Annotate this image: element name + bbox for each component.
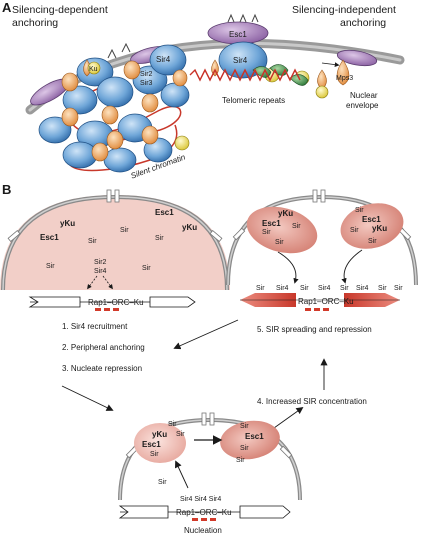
blue-proteins: [38, 41, 268, 173]
right-title-line1: Silencing-independent: [292, 4, 396, 16]
sir3-label: Sir3: [140, 80, 153, 87]
step-2: 2. Peripheral anchoring: [62, 343, 145, 352]
left-sir2: Sir2: [94, 259, 107, 266]
right-esc1-right: Esc1: [362, 215, 381, 224]
panel-a: A Silencing-dependent anchoring Silencin…: [2, 0, 405, 181]
left-esc1-left: Esc1: [40, 233, 59, 242]
bottom-sir-r1: Sir: [240, 423, 249, 430]
sir4-right-label: Sir4: [233, 56, 248, 65]
left-sir-a: Sir: [88, 238, 97, 245]
bottom-sir-r2: Sir: [240, 445, 249, 452]
right-sir-l3: Sir: [275, 239, 284, 246]
sir4-label: Sir4: [156, 55, 171, 64]
bottom-locus: [118, 505, 291, 521]
bottom-nucleus: [118, 412, 302, 501]
left-locus-label: Rap1–ORC–Ku: [88, 298, 144, 307]
bottom-esc1-right: Esc1: [245, 432, 264, 441]
left-yku: yKu: [60, 219, 75, 228]
right-esc1-left: Esc1: [262, 219, 281, 228]
right-locus-label: Rap1–ORC–Ku: [298, 297, 354, 306]
orange-proteins: [61, 59, 327, 162]
nuclear-envelope-label-2: envelope: [346, 101, 379, 110]
step-3: 3. Nucleate repression: [62, 364, 142, 373]
ku-label-1: Ku: [89, 66, 98, 73]
panel-b: B yKu Esc1 Esc1 yKu Sir Sir Sir Sir Sir …: [0, 182, 418, 535]
right-sir-l2: Sir: [292, 223, 301, 230]
bottom-sir4-row: Sir4 Sir4 Sir4: [180, 496, 221, 503]
spread-4: Sir4: [318, 285, 331, 292]
right-sir-r2: Sir: [350, 227, 359, 234]
spread-3: Sir: [300, 285, 309, 292]
esc1-label: Esc1: [229, 30, 247, 39]
left-sir-d: Sir: [46, 263, 55, 270]
bottom-sir-a: Sir: [168, 421, 177, 428]
mps3-label: Mps3: [336, 75, 353, 82]
left-sir-b: Sir: [120, 227, 129, 234]
step-5: 5. SIR spreading and repression: [257, 325, 372, 334]
bottom-sir-c: Sir: [150, 451, 159, 458]
left-sir4: Sir4: [94, 268, 107, 275]
bottom-yku: yKu: [152, 430, 167, 439]
spread-6: Sir4: [356, 285, 369, 292]
step-4: 4. Increased SIR concentration: [257, 397, 367, 406]
spread-8: Sir: [394, 285, 403, 292]
panel-a-label: A: [2, 0, 12, 15]
spread-5: Sir: [340, 285, 349, 292]
left-title-line1: Silencing-dependent: [12, 4, 108, 16]
mps3-protein: [336, 59, 350, 86]
left-yku-right: yKu: [182, 223, 197, 232]
left-sir-e: Sir: [142, 265, 151, 272]
spread-2: Sir4: [276, 285, 289, 292]
right-locus: [240, 293, 400, 311]
left-locus: [28, 296, 196, 311]
left-esc1-right: Esc1: [155, 208, 174, 217]
envelope-protein-right: [336, 49, 378, 67]
green-proteins: [252, 64, 309, 86]
telomeric-repeats-label: Telomeric repeats: [222, 96, 285, 105]
telomeric-repeats: [189, 68, 301, 82]
panel-b-label: B: [2, 182, 11, 197]
right-sir-r3: Sir: [368, 238, 377, 245]
bottom-sir-float-2: Sir: [158, 479, 167, 486]
spread-7: Sir: [378, 285, 387, 292]
right-yku-right: yKu: [372, 224, 387, 233]
nucleation-label: Nucleation: [184, 526, 222, 535]
left-nucleus: [0, 189, 230, 291]
step-1: 1. Sir4 recruitment: [62, 322, 128, 331]
bottom-sir-float-1: Sir: [236, 457, 245, 464]
bottom-locus-label: Rap1–ORC–Ku: [176, 508, 232, 517]
right-sir-l1: Sir: [262, 229, 271, 236]
right-nucleus: [226, 189, 418, 286]
left-title-line2: anchoring: [12, 17, 58, 29]
sir2-label: Sir2: [140, 71, 153, 78]
right-yku-left: yKu: [278, 209, 293, 218]
right-sir-r1: Sir: [355, 207, 364, 214]
bottom-esc1-left: Esc1: [142, 440, 161, 449]
spread-1: Sir: [256, 285, 265, 292]
nuclear-envelope-label-1: Nuclear: [350, 91, 378, 100]
right-title-line2: anchoring: [340, 17, 386, 29]
left-sir-c: Sir: [155, 235, 164, 242]
bottom-sir-b: Sir: [176, 431, 185, 438]
